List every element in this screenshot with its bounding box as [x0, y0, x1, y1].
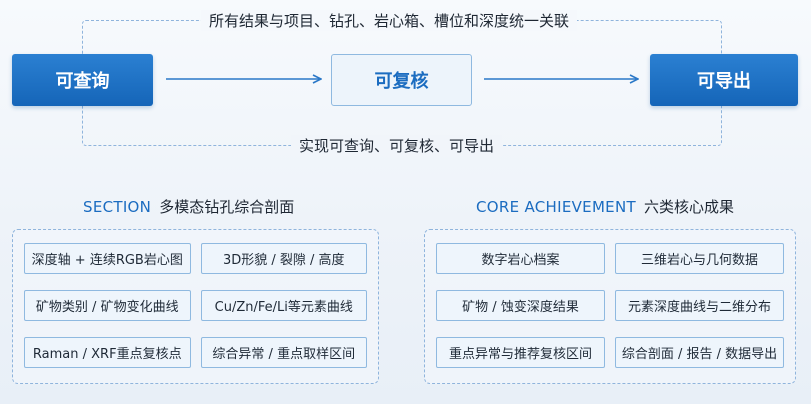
section-left-item: 3D形貌 / 裂隙 / 高度	[200, 243, 367, 274]
section-left-title-cn: 多模态钻孔综合剖面	[159, 198, 295, 216]
section-right-title-cn: 六类核心成果	[643, 198, 734, 216]
section-right-item: 数字岩心档案	[436, 243, 605, 274]
node-export: 可导出	[650, 54, 798, 106]
section-right-title-en: CORE ACHIEVEMENT	[476, 198, 636, 216]
section-right-item: 综合剖面 / 报告 / 数据导出	[615, 337, 784, 368]
section-left-panel: 深度轴 + 连续RGB岩心图 3D形貌 / 裂隙 / 高度 矿物类别 / 矿物变…	[12, 229, 379, 384]
section-left-item: 深度轴 + 连续RGB岩心图	[24, 243, 191, 274]
section-right-item: 矿物 / 蚀变深度结果	[436, 290, 605, 321]
loop-bottom-label: 实现可查询、可复核、可导出	[291, 135, 503, 156]
section-left-item: 矿物类别 / 矿物变化曲线	[24, 290, 191, 321]
section-right-item: 重点异常与推荐复核区间	[436, 337, 605, 368]
section-left-item: Cu/Zn/Fe/Li等元素曲线	[200, 290, 367, 321]
section-left-title: SECTION 多模态钻孔综合剖面	[83, 196, 294, 217]
section-right-item: 元素深度曲线与二维分布	[615, 290, 784, 321]
section-right-panel: 数字岩心档案 三维岩心与几何数据 矿物 / 蚀变深度结果 元素深度曲线与二维分布…	[424, 229, 796, 384]
section-left-item: 综合异常 / 重点取样区间	[200, 337, 367, 368]
section-left-item: Raman / XRF重点复核点	[24, 337, 191, 368]
section-left-title-en: SECTION	[83, 198, 152, 216]
node-review: 可复核	[331, 54, 472, 106]
section-right-item: 三维岩心与几何数据	[615, 243, 784, 274]
section-right-title: CORE ACHIEVEMENT 六类核心成果	[476, 196, 734, 217]
node-query: 可查询	[12, 54, 153, 106]
loop-top-label: 所有结果与项目、钻孔、岩心箱、槽位和深度统一关联	[201, 10, 578, 31]
